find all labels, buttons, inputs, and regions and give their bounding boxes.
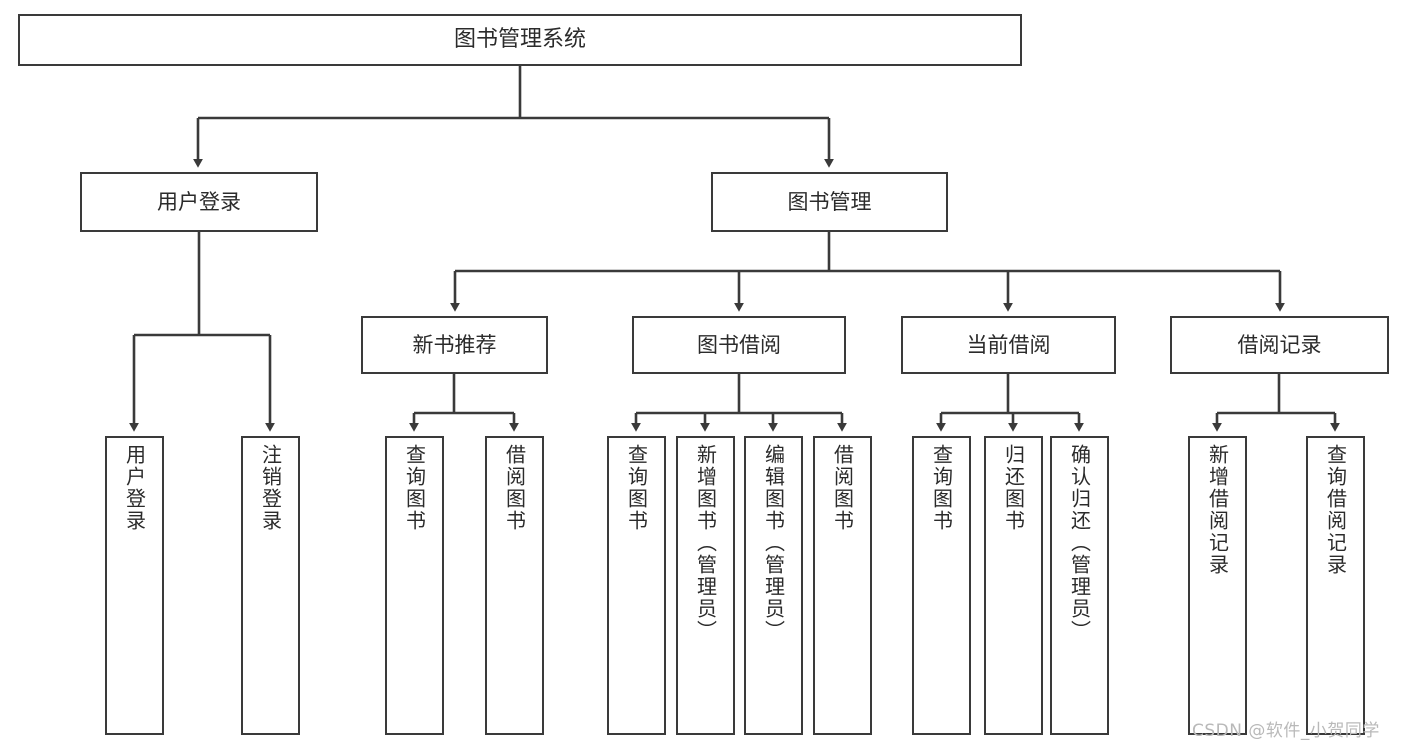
leaf-logout[interactable]: 注销登录 (241, 436, 300, 735)
leaf-confirm-return-admin-label: 确认归还（管理员） (1067, 444, 1092, 642)
node-user-login[interactable]: 用户登录 (80, 172, 318, 232)
node-new-book-recommend-label: 新书推荐 (412, 332, 497, 357)
leaf-add-borrow-record-label: 新增借阅记录 (1205, 444, 1230, 576)
node-book-management[interactable]: 图书管理 (711, 172, 948, 232)
leaf-edit-book-admin-label: 编辑图书（管理员） (761, 444, 786, 642)
node-current-borrow-label: 当前借阅 (966, 332, 1051, 357)
leaf-query-book-recommend[interactable]: 查询图书 (385, 436, 444, 735)
leaf-user-login-label: 用户登录 (122, 444, 147, 532)
node-root[interactable]: 图书管理系统 (18, 14, 1022, 66)
leaf-query-borrow-record[interactable]: 查询借阅记录 (1306, 436, 1365, 735)
leaf-query-book-current-label: 查询图书 (929, 444, 954, 532)
leaf-query-book-borrow-label: 查询图书 (624, 444, 649, 532)
node-book-management-label: 图书管理 (787, 189, 872, 214)
leaf-confirm-return-admin[interactable]: 确认归还（管理员） (1050, 436, 1109, 735)
watermark: CSDN @软件_小贺同学 (1192, 721, 1380, 741)
node-book-borrow-label: 图书借阅 (697, 332, 781, 357)
node-borrow-record-label: 借阅记录 (1237, 332, 1322, 357)
leaf-add-borrow-record[interactable]: 新增借阅记录 (1188, 436, 1247, 735)
leaf-return-book-label: 归还图书 (1001, 444, 1026, 532)
node-root-label: 图书管理系统 (453, 27, 586, 53)
node-new-book-recommend[interactable]: 新书推荐 (361, 316, 548, 374)
leaf-query-borrow-record-label: 查询借阅记录 (1323, 444, 1348, 576)
leaf-return-book[interactable]: 归还图书 (984, 436, 1043, 735)
leaf-edit-book-admin[interactable]: 编辑图书（管理员） (744, 436, 803, 735)
leaf-add-book-admin[interactable]: 新增图书（管理员） (676, 436, 735, 735)
leaf-query-book-borrow[interactable]: 查询图书 (607, 436, 666, 735)
leaf-query-book-recommend-label: 查询图书 (402, 444, 427, 532)
node-user-login-label: 用户登录 (157, 189, 241, 214)
leaf-add-book-admin-label: 新增图书（管理员） (693, 444, 718, 642)
leaf-borrow-book-recommend-label: 借阅图书 (502, 444, 527, 532)
leaf-borrow-book-recommend[interactable]: 借阅图书 (485, 436, 544, 735)
leaf-user-login[interactable]: 用户登录 (105, 436, 164, 735)
leaf-borrow-book-label: 借阅图书 (830, 444, 855, 532)
node-book-borrow[interactable]: 图书借阅 (632, 316, 846, 374)
node-borrow-record[interactable]: 借阅记录 (1170, 316, 1389, 374)
leaf-query-book-current[interactable]: 查询图书 (912, 436, 971, 735)
node-current-borrow[interactable]: 当前借阅 (901, 316, 1116, 374)
leaf-logout-label: 注销登录 (258, 444, 283, 532)
leaf-borrow-book[interactable]: 借阅图书 (813, 436, 872, 735)
